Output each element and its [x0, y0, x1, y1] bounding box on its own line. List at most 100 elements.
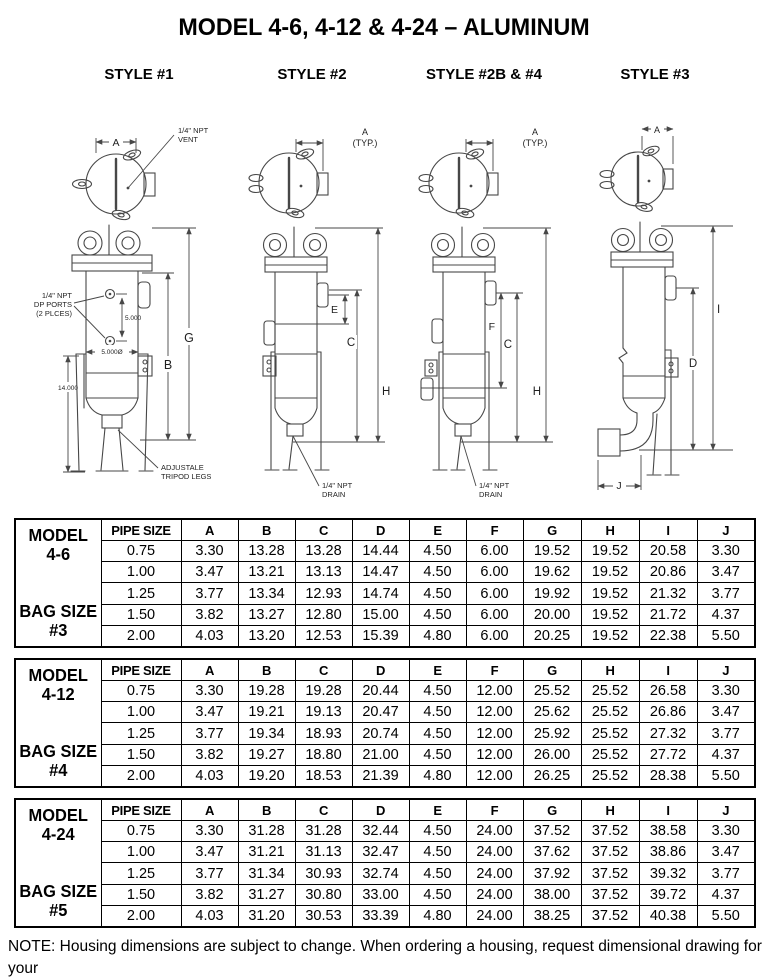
column-header: B	[237, 518, 296, 542]
style2b4-drawing: A (TYP.) F C H 1/4"	[418, 127, 553, 499]
dim-label-a: A	[532, 127, 538, 137]
dim-label-g: G	[184, 331, 194, 345]
column-header: F	[465, 518, 524, 542]
dimension-cell: 25.62	[522, 701, 582, 724]
vent-label: 1/4" NPT	[178, 126, 209, 135]
dimension-cell: 14.47	[351, 561, 410, 584]
wing-nut-icon	[465, 148, 485, 160]
dim-label-a: A	[112, 137, 119, 149]
dimension-cell: 30.80	[294, 883, 353, 906]
side-lug-icon	[599, 169, 615, 179]
model-label-line1: MODEL	[28, 525, 88, 545]
dimension-cell: 13.28	[294, 540, 353, 563]
dimension-cell: 4.03	[180, 624, 239, 648]
dimension-cell: 0.75	[100, 540, 182, 563]
dimension-cell: 19.52	[580, 540, 640, 563]
tripod-legs-label: TRIPOD LEGS	[161, 472, 211, 481]
dimension-cell: 37.52	[580, 904, 640, 928]
style-heading-3: STYLE #3	[620, 66, 690, 83]
dimension-cell: 3.77	[180, 582, 239, 605]
dimension-cell: 3.82	[180, 743, 239, 766]
dimension-cell: 27.32	[638, 722, 698, 745]
dimension-cell: 25.52	[522, 680, 582, 703]
page-title: MODEL 4-6, 4-12 & 4-24 – ALUMINUM	[178, 14, 590, 41]
dimension-cell: 20.44	[351, 680, 410, 703]
dimension-cell: 3.77	[180, 862, 239, 885]
column-header: G	[522, 658, 582, 682]
dimension-cell: 19.92	[522, 582, 582, 605]
dimension-cell: 4.37	[696, 883, 756, 906]
dimension-cell: 1.00	[100, 841, 182, 864]
column-header: C	[294, 518, 353, 542]
column-header: H	[580, 658, 640, 682]
model-label-line1: MODEL	[28, 805, 88, 825]
column-header: I	[638, 658, 698, 682]
dimension-cell: 3.82	[180, 603, 239, 626]
dp-ports-label: DP PORTS	[34, 300, 72, 309]
dimension-cell: 26.00	[522, 743, 582, 766]
dimension-cell: 31.27	[237, 883, 296, 906]
side-lug-icon	[248, 184, 264, 194]
dimension-cell: 38.25	[522, 904, 582, 928]
footnote: NOTE: Housing dimensions are subject to …	[8, 936, 764, 979]
column-header: G	[522, 798, 582, 822]
dimension-cell: 6.00	[465, 624, 524, 648]
dimension-cell: 20.58	[638, 540, 698, 563]
column-header: PIPE SIZE	[100, 518, 182, 542]
dimension-cell: 18.80	[294, 743, 353, 766]
dimension-cell: 27.72	[638, 743, 698, 766]
dimension-cell: 15.00	[351, 603, 410, 626]
dimension-cell: 1.50	[100, 743, 182, 766]
dimension-cell: 4.37	[696, 603, 756, 626]
column-header: J	[696, 518, 756, 542]
dimension-cell: 4.50	[408, 701, 467, 724]
dimension-cell: 21.00	[351, 743, 410, 766]
dimension-cell: 3.77	[696, 582, 756, 605]
side-lug-icon	[599, 180, 615, 190]
column-header: E	[408, 518, 467, 542]
drain-label: 1/4" NPT	[479, 481, 510, 490]
drain-label: 1/4" NPT	[322, 481, 353, 490]
column-header: E	[408, 798, 467, 822]
dimension-cell: 1.00	[100, 561, 182, 584]
dimension-cell: 4.50	[408, 862, 467, 885]
dimension-cell: 20.47	[351, 701, 410, 724]
model-label-line2: 4-24	[41, 824, 75, 845]
dimension-cell: 19.20	[237, 764, 296, 788]
tripod-legs-label: ADJUSTALE	[161, 463, 204, 472]
column-header: PIPE SIZE	[100, 658, 182, 682]
column-header: H	[580, 798, 640, 822]
dim-label-h: H	[382, 386, 390, 398]
dimension-cell: 25.92	[522, 722, 582, 745]
wing-nut-icon	[71, 178, 93, 190]
dimension-cell: 31.28	[294, 820, 353, 843]
dimension-cell: 32.74	[351, 862, 410, 885]
dimension-cell: 4.50	[408, 680, 467, 703]
dimension-cell: 31.34	[237, 862, 296, 885]
dimension-cell: 37.52	[580, 841, 640, 864]
dim-label-d: D	[689, 358, 697, 370]
dim-label-a-typ: (TYP.)	[523, 138, 548, 148]
dimension-cell: 13.28	[237, 540, 296, 563]
dimension-cell: 3.30	[696, 540, 756, 563]
dimension-cell: 3.47	[180, 561, 239, 584]
bag-size-line2: #3	[49, 619, 68, 640]
style-heading-2: STYLE #2	[277, 66, 347, 83]
dimension-cell: 37.62	[522, 841, 582, 864]
dimension-cell: 19.52	[580, 561, 640, 584]
dimension-cell: 21.39	[351, 764, 410, 788]
dimension-cell: 3.77	[180, 722, 239, 745]
dimension-cell: 13.20	[237, 624, 296, 648]
dimension-cell: 3.77	[696, 862, 756, 885]
dimension-cell: 4.37	[696, 743, 756, 766]
dimension-cell: 19.28	[237, 680, 296, 703]
dim-label-b: B	[164, 358, 172, 372]
